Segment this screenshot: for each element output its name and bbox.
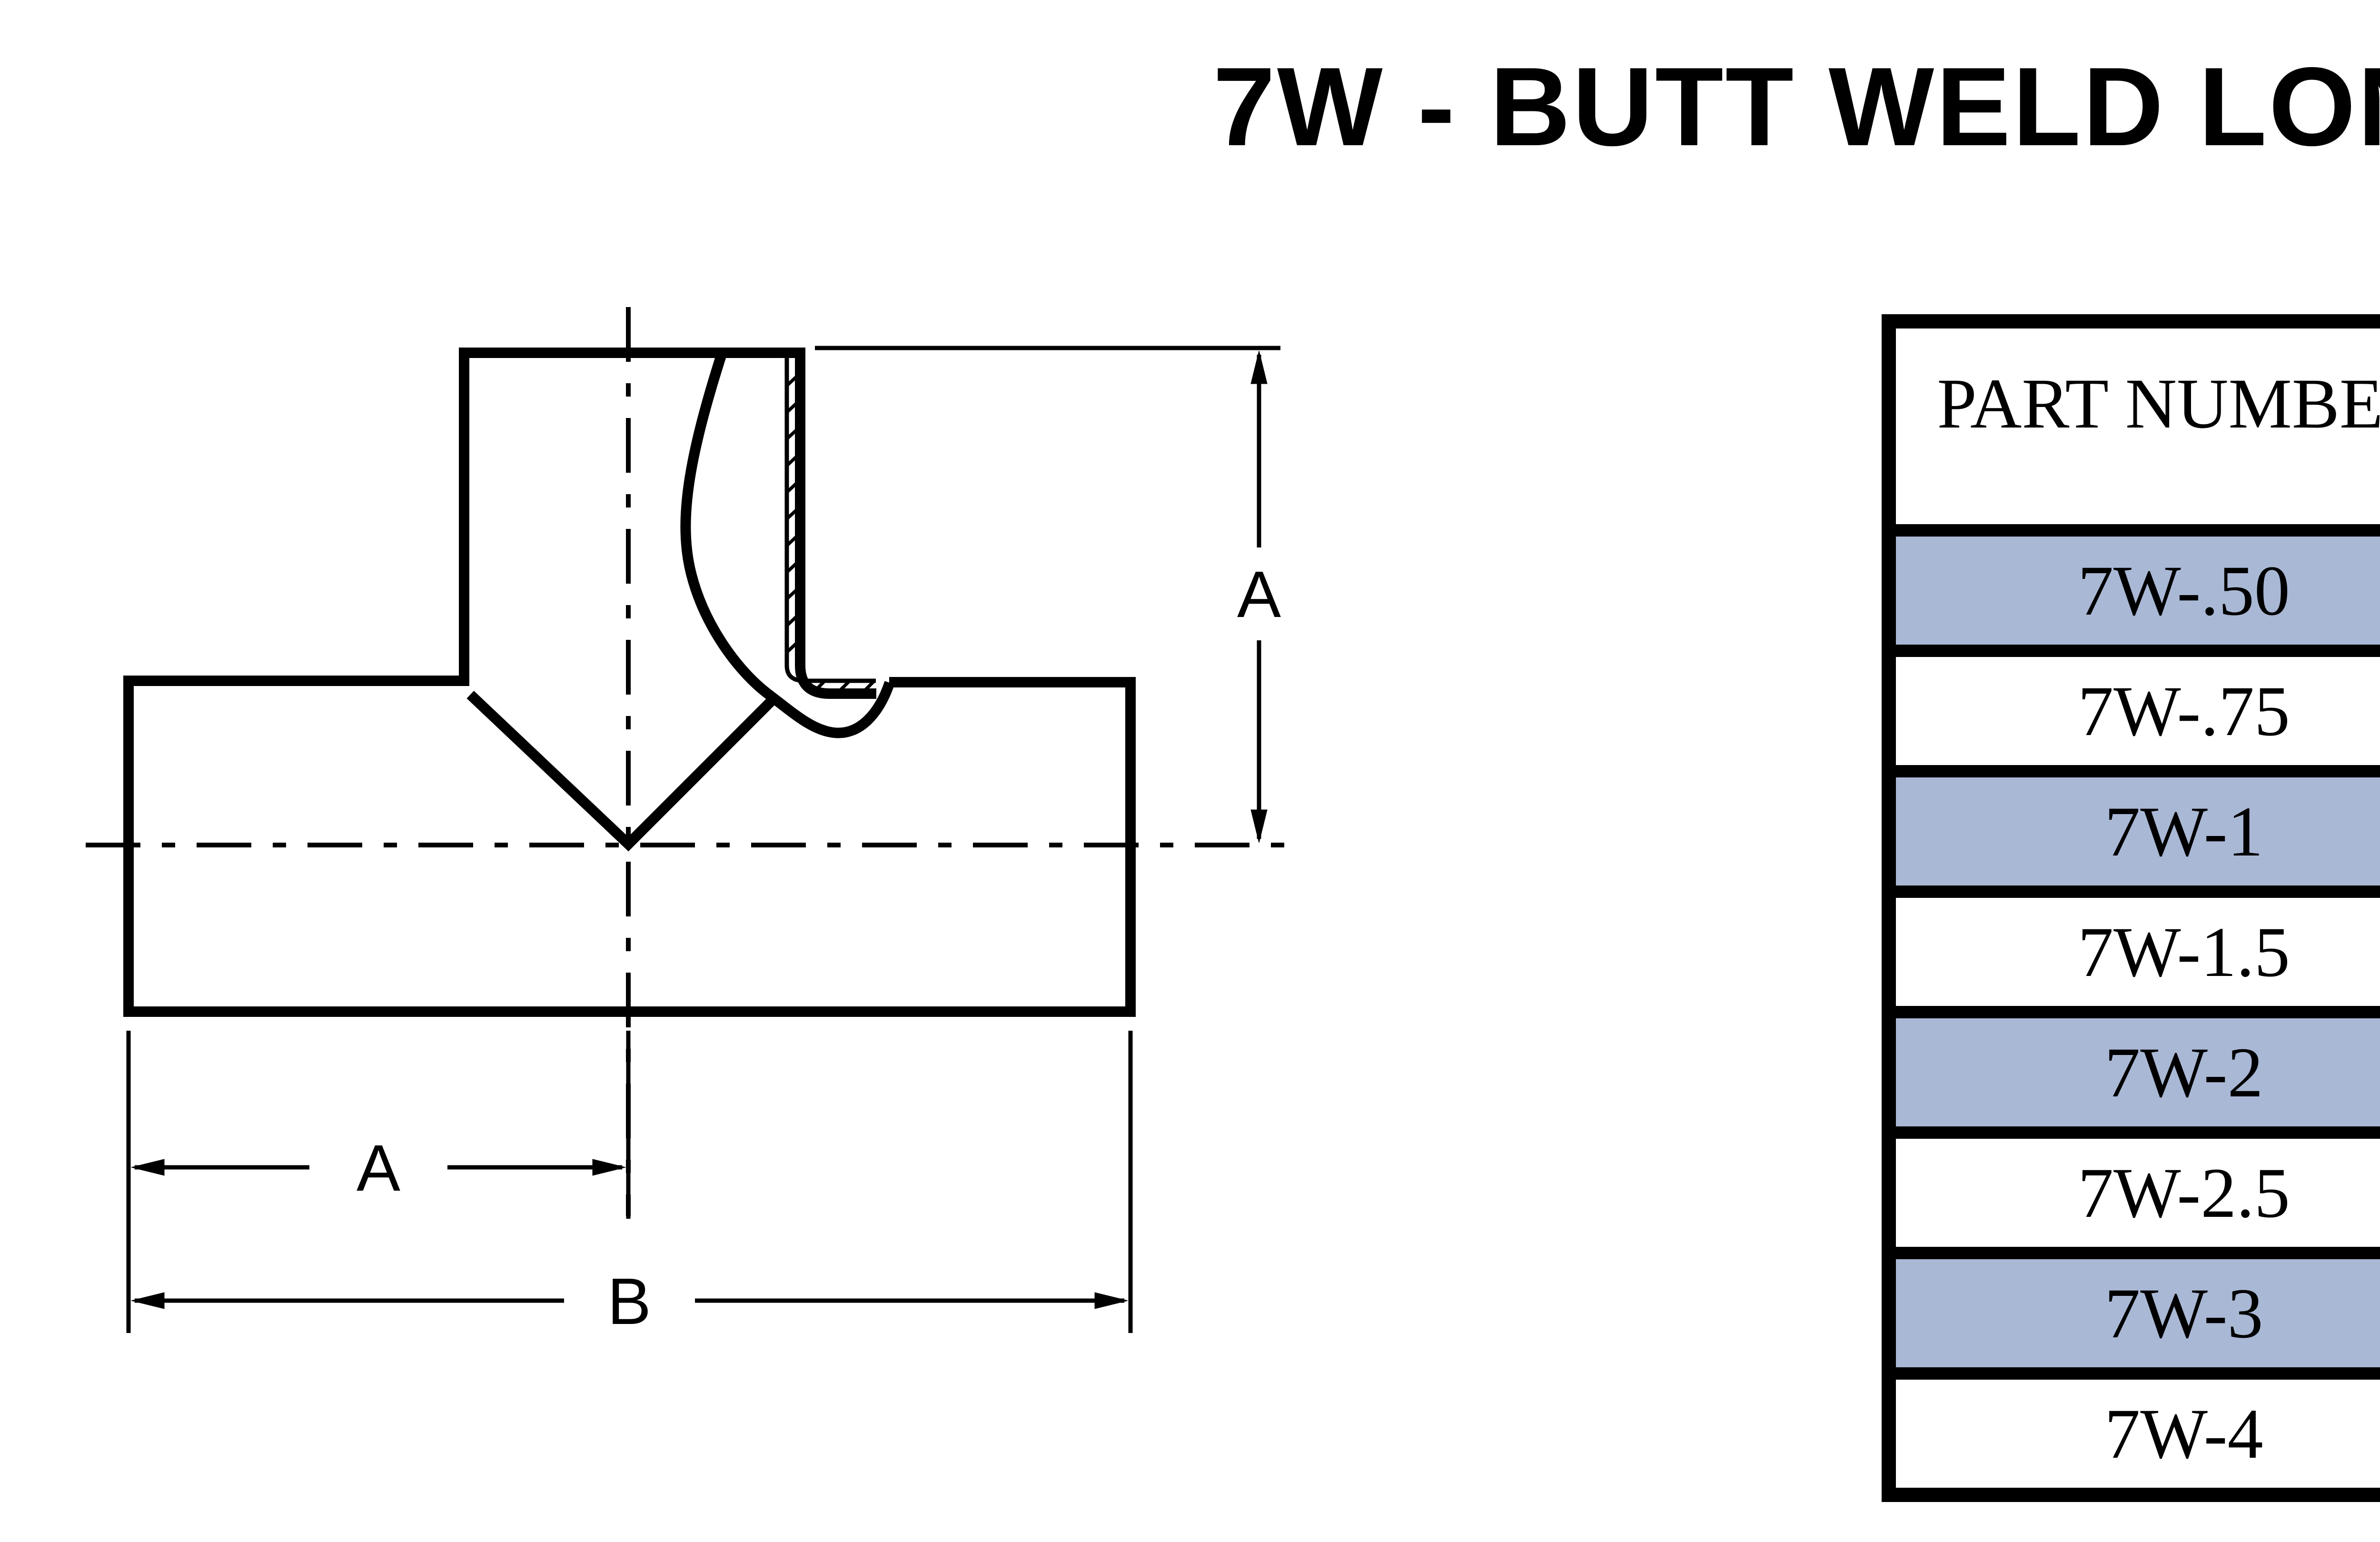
table-cell-part: 7W-3 [1896,1259,2380,1367]
table-cell-value: 7W-4 [2104,1394,2263,1473]
table-cell-part: 7W-4 [1896,1380,2380,1488]
column-header: PART NUMBER [1896,328,2380,524]
arrowhead-down [1250,809,1268,843]
arrowhead-left [131,1159,165,1176]
table-cell-part: 7W-1 [1896,777,2380,885]
table-cell-value: 7W-2 [2104,1033,2263,1112]
body-outline [123,676,1136,1017]
weld-v-lines [466,691,780,852]
arrowhead-up [1250,350,1268,384]
page-title: 7W - BUTT WELD LONG TEE [1213,44,2380,169]
spec-table: PART NUMBERSIZE(inches)A(inches)B(inches… [1882,314,2380,1502]
table-cell-part: 7W-2 [1896,1018,2380,1126]
table-cell-value: 7W-1 [2104,792,2263,871]
table-cell-part: 7W-1.5 [1896,898,2380,1006]
table-cell-value: 7W-3 [2104,1273,2263,1353]
table-cell-part: 7W-.50 [1896,537,2380,645]
table-cell-part: 7W-2.5 [1896,1139,2380,1247]
tee-fitting-drawing: A A B [86,307,1285,1338]
table-cell-value: 7W-2.5 [2078,1153,2290,1233]
table-cell-value: 7W-1.5 [2078,912,2290,992]
dim-label-a-bottom: A [357,1132,400,1205]
arrowhead-right [592,1159,626,1176]
weld-bead-curve [680,351,895,738]
table-cell-value: 7W-.50 [2078,551,2290,630]
table-cell-part: 7W-.75 [1896,657,2380,765]
arrowhead-right [1094,1292,1128,1309]
table-cell-value: 7W-.75 [2078,671,2290,751]
branch-outline [459,348,805,686]
wall-hatching [785,372,875,696]
branch-outer-wall [795,353,876,699]
branch-inner-wall [784,354,876,683]
arrowhead-left [131,1292,165,1309]
column-header-line1: PART NUMBER [1937,364,2380,443]
dim-label-a-right: A [1237,558,1281,631]
extension-lines [126,346,1280,1333]
dim-label-b-bottom: B [607,1265,651,1338]
